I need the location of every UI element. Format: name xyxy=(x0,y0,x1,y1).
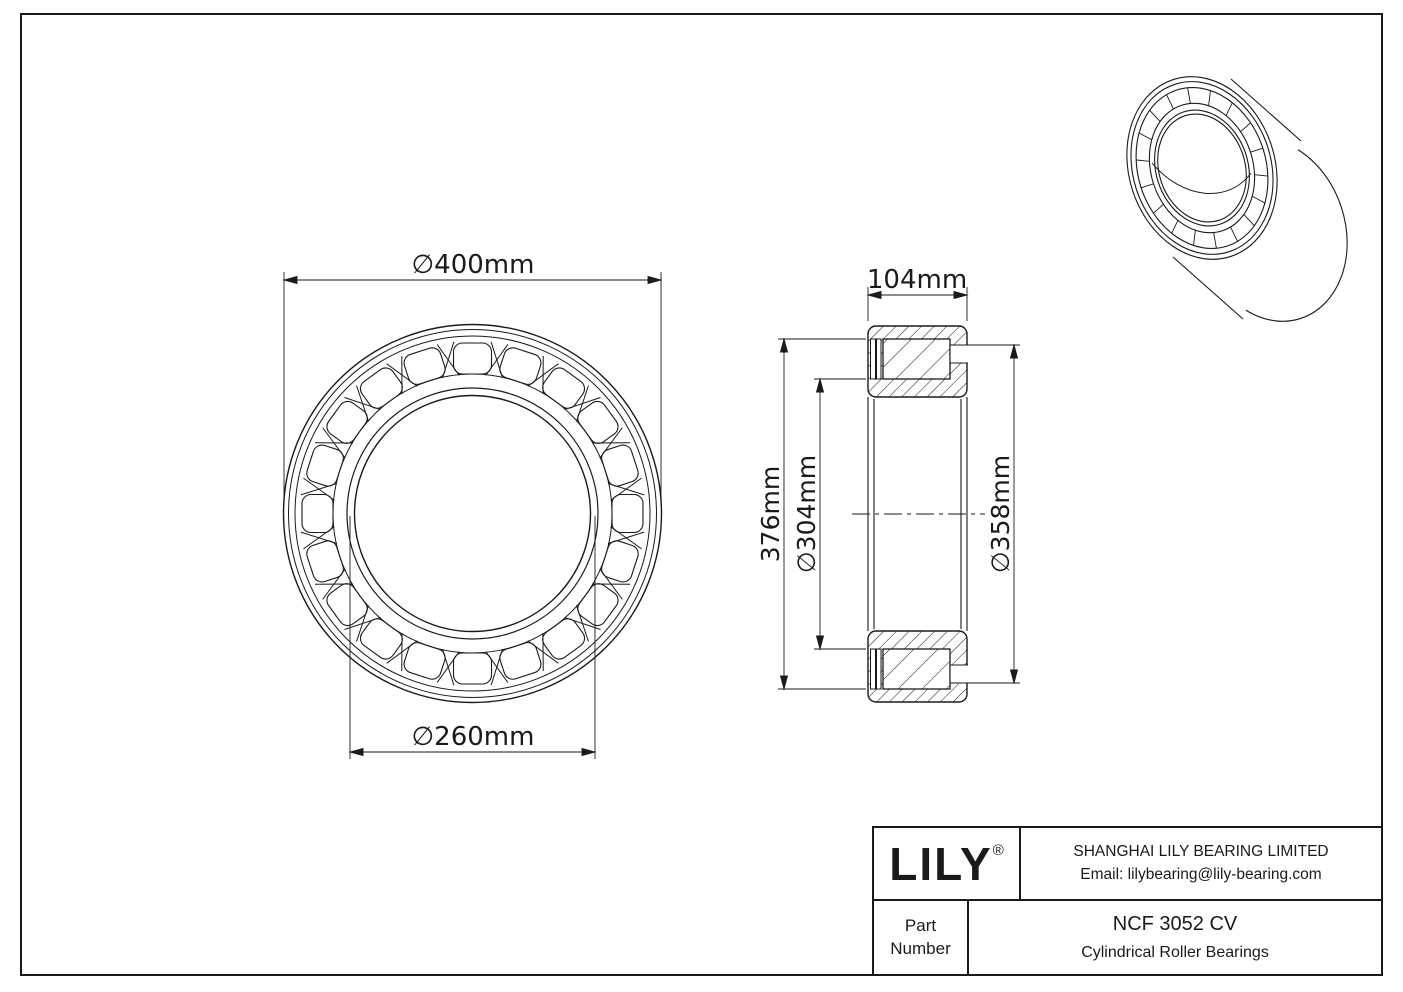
upper-cage-lip xyxy=(870,338,876,380)
dim-inner-raceway xyxy=(814,377,866,651)
cage-pocket-set xyxy=(300,341,645,686)
dim-width xyxy=(866,287,969,321)
inner-raceway-circle xyxy=(332,373,613,654)
company-email: Email: lilybearing@lily-bearing.com xyxy=(1080,865,1322,883)
dim-bore-diameter-label: ∅260mm xyxy=(412,722,535,752)
lower-cage-lip-2 xyxy=(876,648,882,690)
upper-roller-section xyxy=(882,338,951,380)
dim-inner-raceway-label: ∅304mm xyxy=(792,455,821,573)
part-category: Cylindrical Roller Bearings xyxy=(1081,944,1269,962)
part-label-line1: Part xyxy=(904,915,937,935)
dim-raceway-height-label: 376mm xyxy=(756,466,785,562)
outer-chamfer-circle xyxy=(288,329,657,698)
part-label-line2: Number xyxy=(890,938,951,958)
bore-circle xyxy=(353,394,592,633)
roller-set xyxy=(301,342,644,685)
logo-cell: LILY® xyxy=(873,827,1020,900)
lower-flange-recess xyxy=(949,664,968,684)
page-border xyxy=(20,13,1383,976)
outer-surface-circle xyxy=(282,323,663,704)
title-block-frame xyxy=(872,826,1383,976)
isometric-view xyxy=(1126,76,1348,322)
dim-flange-diameter xyxy=(967,343,1020,685)
company-name: SHANGHAI LILY BEARING LIMITED xyxy=(1073,843,1329,861)
outer-raceway-circle xyxy=(294,335,651,692)
lower-cage-lip xyxy=(870,648,876,690)
part-number: NCF 3052 CV xyxy=(1112,913,1238,936)
part-label-cell: Part Number xyxy=(873,900,968,975)
upper-cage-lip-2 xyxy=(876,338,882,380)
dim-outer-diameter-label: ∅400mm xyxy=(412,250,535,280)
bore-chamfer-circle xyxy=(346,387,599,640)
registered-mark: ® xyxy=(992,842,1004,860)
company-cell: SHANGHAI LILY BEARING LIMITED Email: lil… xyxy=(1020,827,1382,900)
upper-flange-recess xyxy=(949,344,968,364)
dim-width-label: 104mm xyxy=(867,265,967,295)
iso-near-face xyxy=(1126,76,1278,260)
lily-logo: LILY xyxy=(889,837,993,890)
dim-flange-diameter-label: ∅358mm xyxy=(986,455,1015,573)
dim-raceway-height xyxy=(778,337,866,691)
section-view: 104mm 376mm ∅304mm ∅358mm xyxy=(756,265,1020,703)
part-info-cell: NCF 3052 CV Cylindrical Roller Bearings xyxy=(968,900,1382,975)
lower-roller-section xyxy=(882,648,951,690)
dim-outer-diameter xyxy=(282,272,663,505)
iso-rollers xyxy=(1136,87,1268,249)
dim-bore-diameter xyxy=(348,516,597,759)
front-view: ∅400mm ∅260mm xyxy=(282,250,663,759)
